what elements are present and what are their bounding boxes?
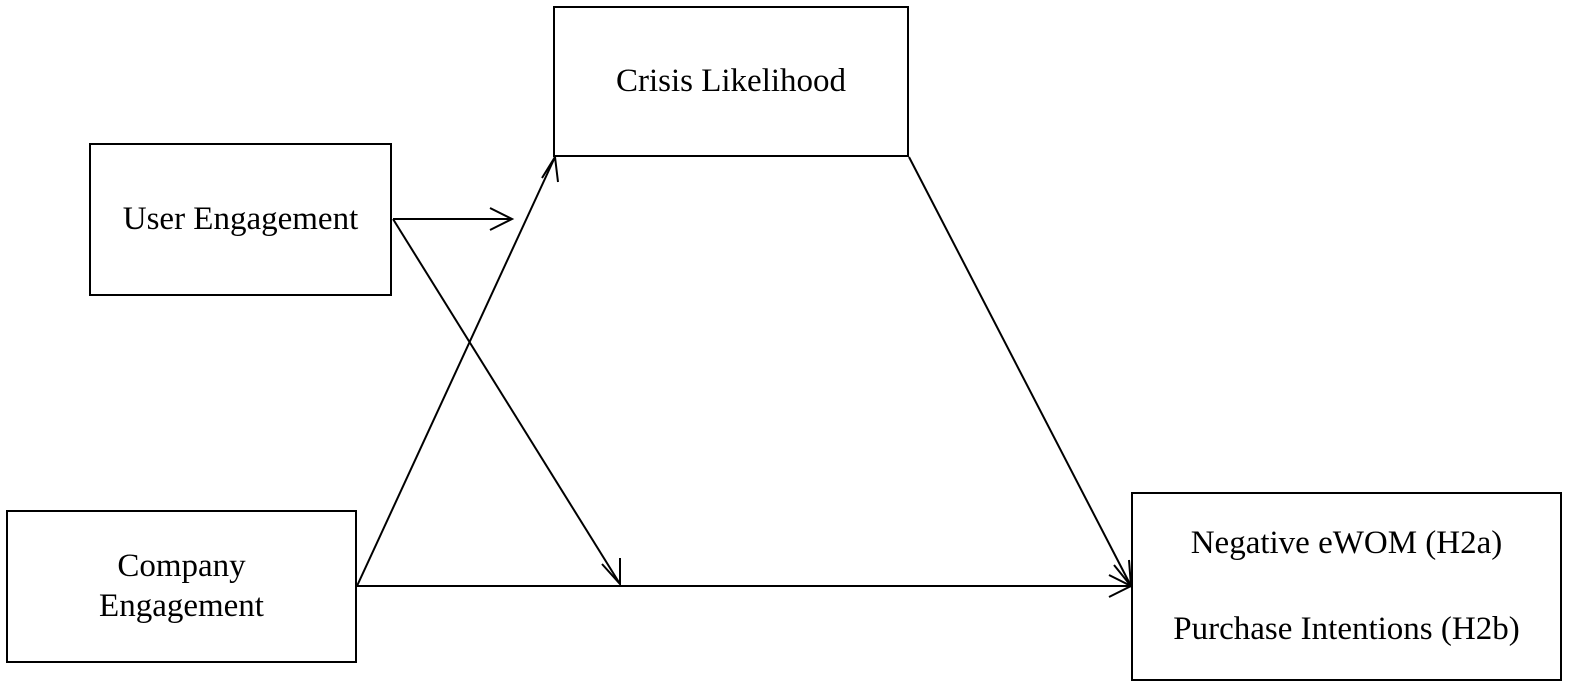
arrowhead-icon	[541, 154, 559, 183]
purchase-intentions-label: Purchase Intentions (H2b)	[1173, 610, 1520, 647]
arrowhead-icon	[489, 207, 515, 231]
edge-line	[356, 156, 556, 587]
edge-company-to-outcomes	[357, 574, 1134, 598]
edge-company-to-crisis	[356, 154, 559, 587]
user-engagement-label: User Engagement	[122, 200, 359, 237]
edge-line	[392, 218, 621, 585]
negative-ewom-label: Negative eWOM (H2a)	[1190, 525, 1503, 562]
company-engagement-label-line-1: Company	[117, 547, 246, 584]
company-engagement-label-line-2: Engagement	[99, 587, 264, 624]
outcomes-box: Negative eWOM (H2a) Purchase Intentions …	[1131, 492, 1562, 681]
crisis-likelihood-box: Crisis Likelihood	[553, 6, 909, 157]
edge-user-to-upper-path	[393, 207, 515, 231]
edge-line	[908, 156, 1132, 587]
crisis-likelihood-label: Crisis Likelihood	[615, 62, 847, 99]
edge-user-to-lower-path	[392, 218, 621, 587]
company-engagement-box: Company Engagement	[6, 510, 357, 663]
edge-crisis-to-outcomes	[908, 156, 1133, 590]
user-engagement-box: User Engagement	[89, 143, 392, 296]
arrowhead-icon	[601, 558, 621, 587]
